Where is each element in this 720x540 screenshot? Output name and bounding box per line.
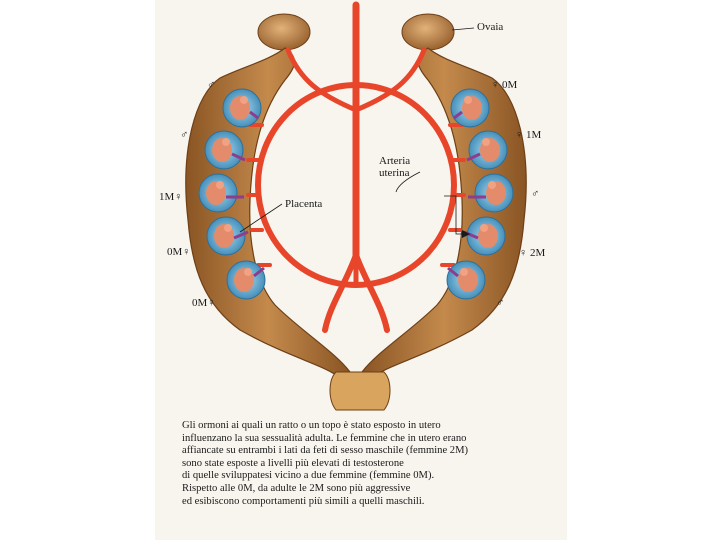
right-ovary [401, 13, 455, 51]
label-placenta: Placenta [285, 198, 323, 210]
caption-line: influenzano la sua sessualità adulta. Le… [182, 432, 467, 444]
fetus-left-4 [206, 216, 249, 256]
fetus-right-2 [466, 130, 508, 170]
fetus-left-3 [198, 173, 244, 213]
caption-line: di quelle sviluppatesi vicino a due femm… [182, 470, 435, 482]
label-right-4: ♀ 2M [519, 247, 546, 259]
fetus-right-5 [446, 260, 486, 300]
label-right-3: ♂ [531, 188, 540, 200]
figure-caption: Gli ormoni ai quali un ratto o un topo è… [182, 420, 552, 508]
fetus-right-1 [450, 88, 490, 128]
fetus-right-3 [468, 173, 514, 213]
caption-line: sono state esposte a livelli più elevati… [182, 457, 404, 469]
label-ovaia: Ovaia [477, 21, 504, 33]
caption-line: affiancate su entrambi i lati da feti di… [182, 445, 469, 457]
label-left-1: ♂ [207, 79, 216, 91]
fetus-left-2 [204, 130, 246, 170]
caption-line: Rispetto alle 0M, da adulte le 2M sono p… [182, 482, 411, 494]
cervix [329, 371, 391, 411]
caption-line: ed esibiscono comportamenti più simili a… [182, 495, 425, 507]
label-left-2: ♂ [180, 129, 189, 141]
arrow-placenta [462, 230, 470, 238]
uterine-artery [246, 1, 466, 333]
caption-line: Gli ormoni ai quali un ratto o un topo è… [182, 420, 441, 431]
fetus-left-5 [226, 260, 266, 300]
fetus-right-4 [463, 216, 506, 256]
label-left-4: 0M♀ [167, 246, 191, 258]
label-arteria-uterina: Arteria uterina [379, 155, 411, 179]
label-left-3: 1M♀ [159, 191, 183, 203]
label-right-5: ♂ [496, 297, 505, 309]
label-left-5: 0M♀ [192, 297, 216, 309]
left-fetuses [198, 88, 266, 300]
right-fetuses [446, 88, 514, 300]
left-ovary [257, 13, 311, 51]
fetus-left-1 [222, 88, 262, 128]
label-right-2: ♀ 1M [515, 129, 542, 141]
label-right-1: ♀ 0M [491, 79, 518, 91]
